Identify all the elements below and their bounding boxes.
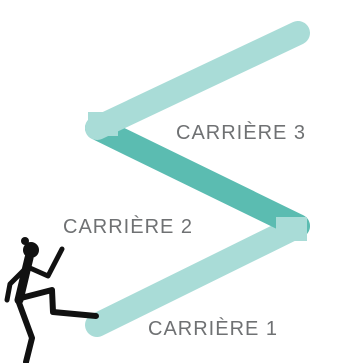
career-path xyxy=(88,33,307,325)
figure-leg-support xyxy=(18,300,32,362)
climber-figure-icon xyxy=(7,237,96,362)
path-segment-3 xyxy=(97,33,298,128)
figure-hair-bun xyxy=(21,237,29,245)
career-3-label: CARRIÈRE 3 xyxy=(176,121,306,144)
career-1-label: CARRIÈRE 1 xyxy=(148,317,278,340)
figure-leg-step xyxy=(21,290,96,316)
career-2-label: CARRIÈRE 2 xyxy=(63,215,193,238)
path-segment-1 xyxy=(97,226,298,325)
